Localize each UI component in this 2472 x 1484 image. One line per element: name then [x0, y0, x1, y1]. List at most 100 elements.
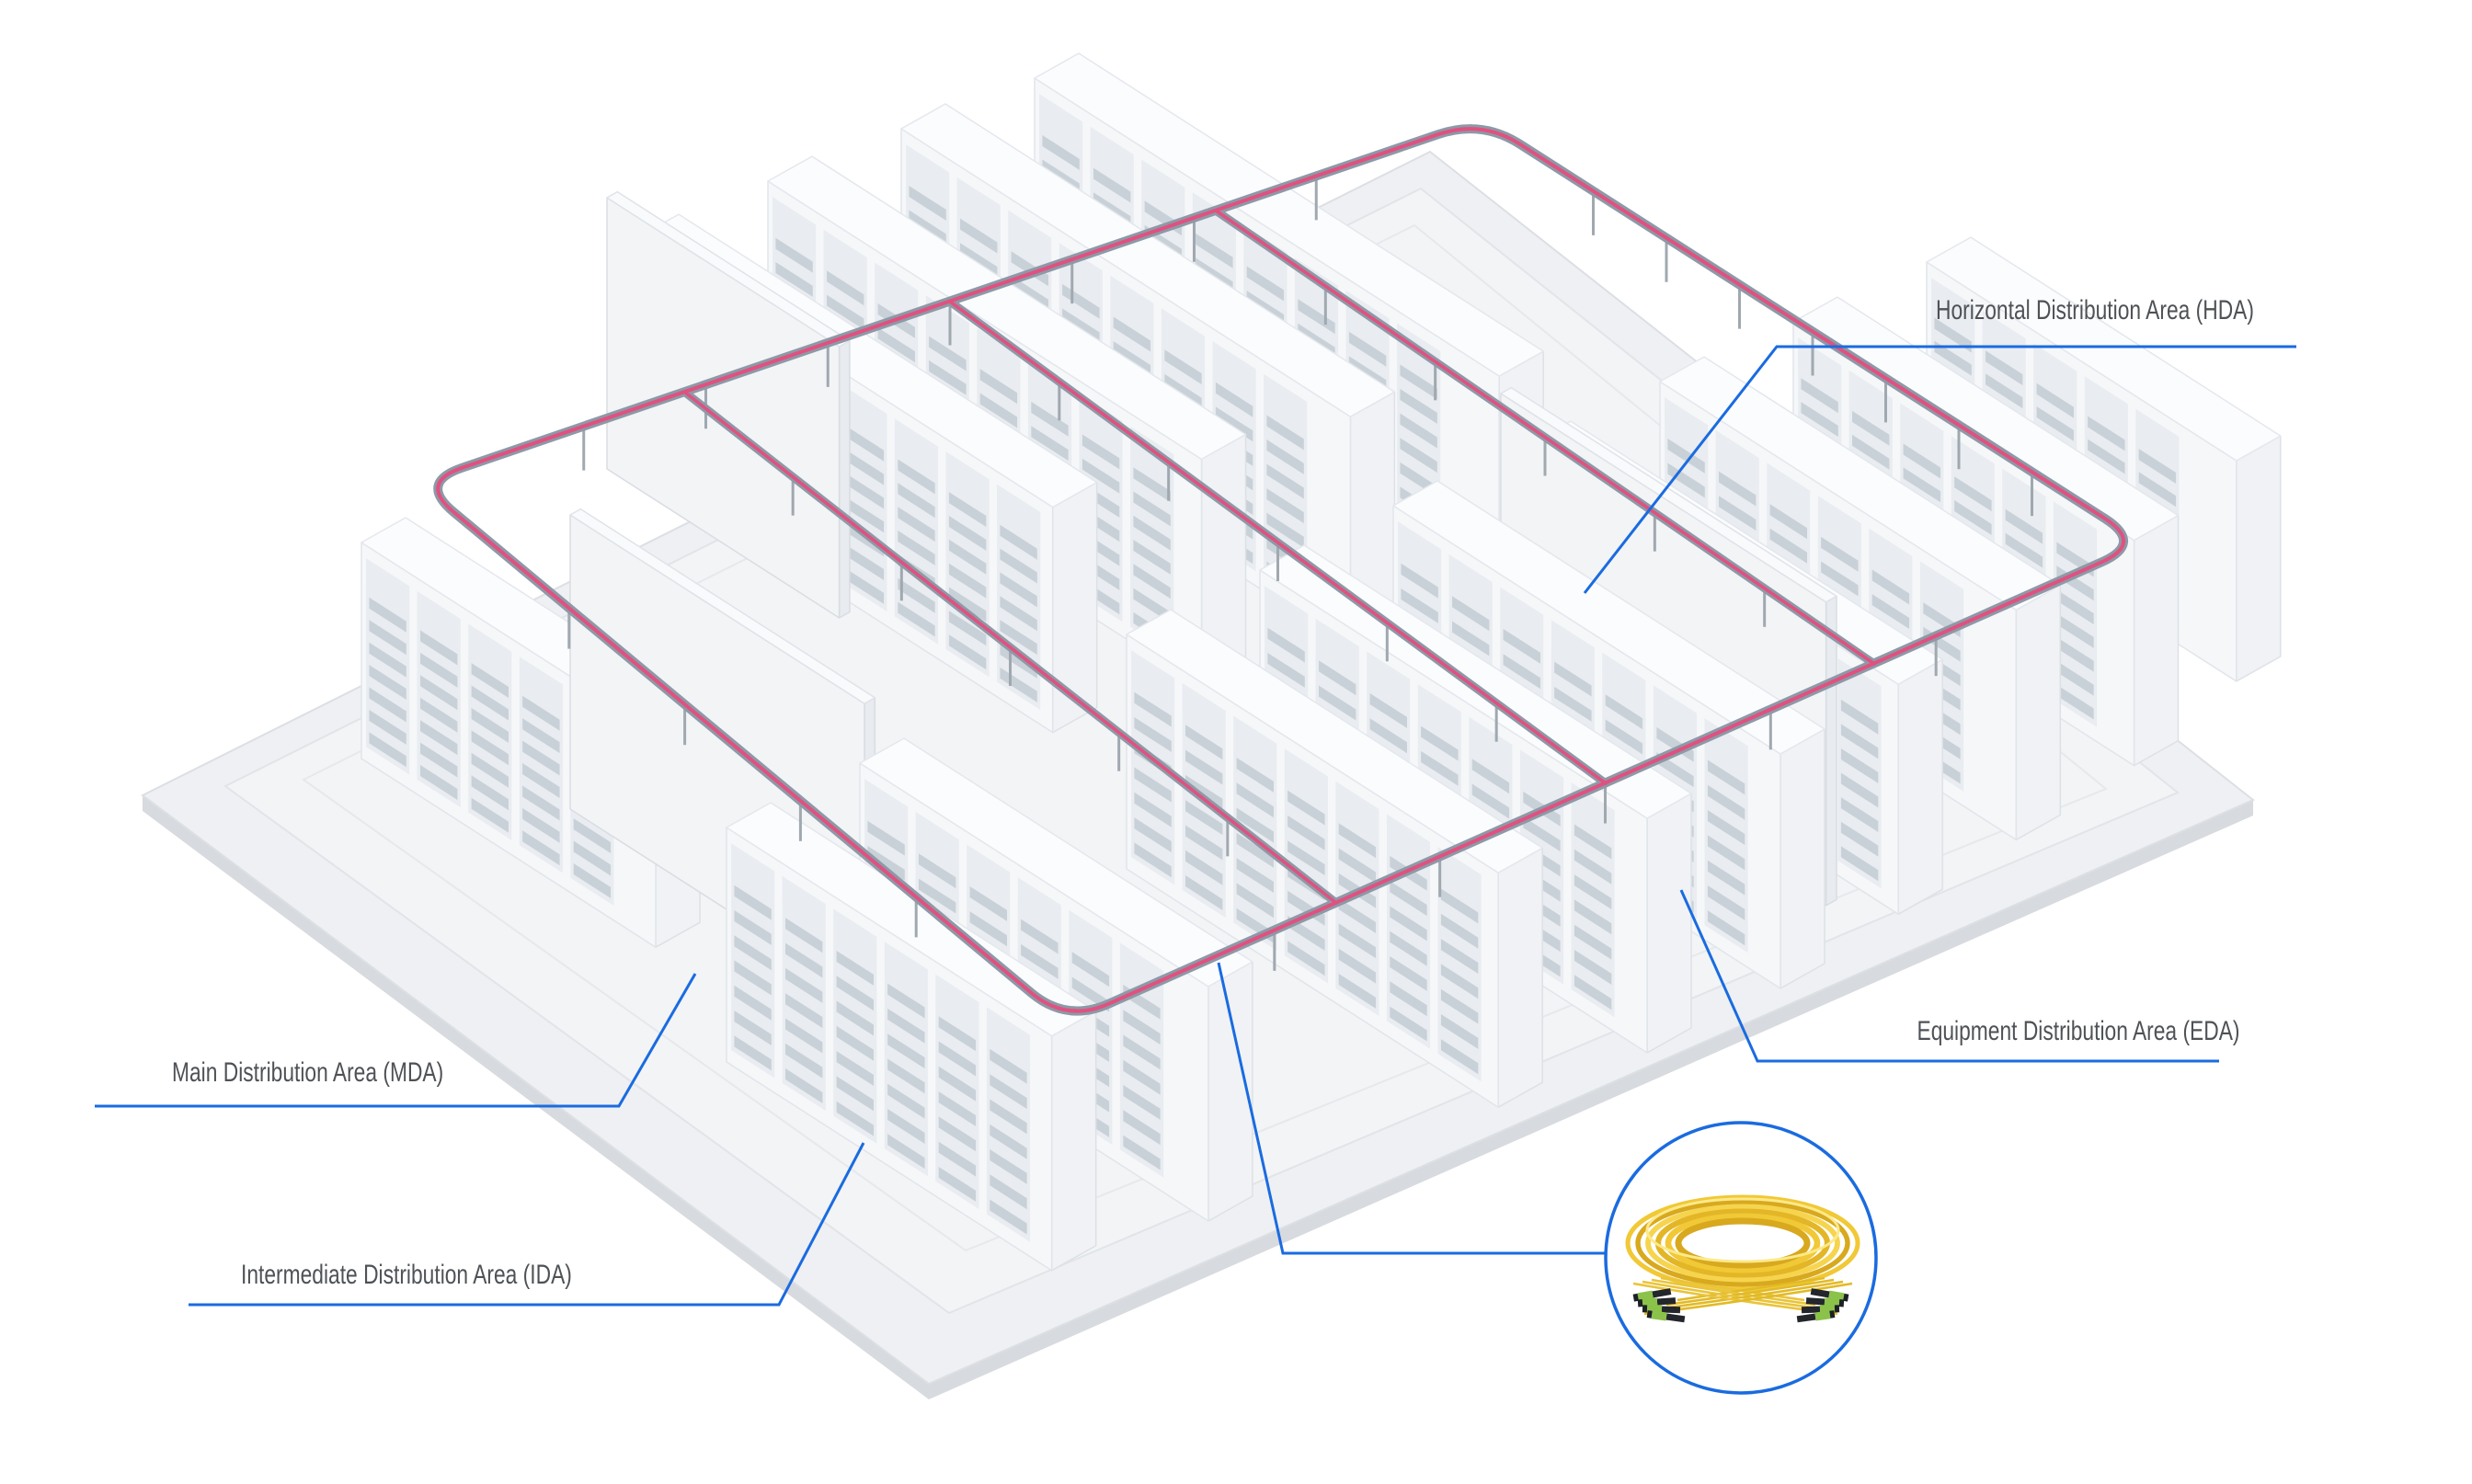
rack-louver-slat — [420, 720, 458, 756]
rack-louver-slat — [969, 911, 1007, 947]
floor-slab-side — [143, 795, 2253, 1399]
rack-louver-slat — [929, 360, 967, 395]
rack-louver-slat — [1236, 858, 1274, 893]
rack-louver-slat — [836, 1025, 874, 1061]
rack-louver-slat — [471, 797, 509, 833]
rack-louver-slat — [420, 652, 458, 688]
rack-louver-slat — [938, 1116, 977, 1152]
rack-louver-slat — [1338, 948, 1377, 984]
mpo-connector-group — [1632, 1288, 1686, 1323]
rack-louver-slat — [827, 270, 864, 306]
rack-top-face — [1926, 236, 2282, 462]
rack-louver-slat — [1123, 1059, 1161, 1095]
rack-louver-slat — [1574, 874, 1612, 909]
wall-top — [1500, 386, 1837, 603]
rack-louver-slat — [785, 1068, 823, 1103]
rack-louver-slat — [846, 497, 885, 533]
rack-louver-slat — [1440, 988, 1479, 1024]
rack-louver-slat — [1215, 382, 1253, 417]
rack-louver-slat — [1840, 821, 1879, 857]
rack-louver-slat — [1319, 685, 1356, 721]
rack-louver-slat — [522, 807, 560, 843]
mpo-connector-group — [1796, 1288, 1849, 1323]
rack-louver-slat — [1133, 564, 1171, 599]
rack-louver-slat — [471, 685, 509, 721]
rack-louver-slat — [1954, 476, 1992, 512]
rack-louver-slat — [1719, 496, 1757, 531]
rack-louver-slat — [846, 426, 885, 462]
label-ida: Intermediate Distribution Area (IDA) — [241, 1260, 572, 1290]
rack-louver-slat — [573, 818, 612, 853]
tray-loop-cable — [436, 127, 2126, 1013]
rack-top-face — [767, 155, 1247, 461]
mpo-connector — [1646, 1310, 1686, 1323]
rack-louver-slat — [471, 730, 509, 766]
rack-louver-slat — [1605, 719, 1643, 755]
rack-louver-slat — [1574, 849, 1612, 885]
rack-louver-slat — [1123, 1085, 1161, 1120]
rack-louver-slat — [2056, 684, 2094, 720]
rack-louver-slat — [1266, 463, 1304, 499]
rack-louver-slat — [1440, 939, 1479, 974]
rack-louver-slat — [369, 687, 406, 723]
rack-louver-slat — [948, 587, 987, 622]
rack-louver-slat — [1821, 536, 1859, 572]
rack-louver-slat — [1440, 913, 1479, 949]
rack-row — [1126, 609, 1543, 1108]
rack-louver-slat — [1390, 956, 1427, 991]
fiber-cable-inset — [1604, 1121, 1878, 1395]
breakout-strand — [1651, 1278, 1816, 1307]
rack-louver-slat — [1840, 846, 1879, 882]
rack-end-face — [2133, 514, 2180, 767]
rack-louver-slat — [1523, 816, 1561, 852]
rack-louver-slat — [785, 1018, 823, 1054]
rack-louver-slat — [919, 853, 956, 889]
rack-louver-slat — [1338, 974, 1377, 1009]
rack-louver-slat — [867, 820, 905, 856]
rack-louver-slat — [938, 1016, 977, 1052]
rack-louver-slat — [1236, 883, 1274, 919]
leader-cable-inset — [1217, 962, 1607, 1255]
rack-louver-slat — [1123, 1135, 1161, 1170]
rack-louver-slat — [1246, 266, 1285, 302]
rack-louver-slat — [1707, 885, 1745, 920]
rack-louver-slat — [471, 752, 509, 788]
rack-louver-slat — [1338, 898, 1377, 933]
rack-top-face — [859, 737, 1253, 987]
tray-branch-cable — [1214, 209, 1876, 666]
rack-louver-slat — [775, 237, 813, 273]
rack-louver-slat — [1134, 842, 1172, 878]
rack-louver-slat — [785, 942, 823, 978]
rack-rows-layer — [360, 52, 2282, 1272]
rack-louver-slat — [1840, 724, 1879, 759]
rack-louver-slat — [1986, 373, 2023, 409]
rack-louver-slat — [1954, 500, 1992, 535]
rack-louver-slat — [1123, 1034, 1161, 1070]
rack-louver-slat — [471, 663, 509, 698]
rack-louver-slat — [969, 886, 1007, 921]
rack-louver-slat — [1934, 317, 1972, 353]
rack-louver-slat — [1390, 981, 1427, 1017]
rack-louver-slat — [938, 1066, 977, 1102]
cable-coil-strand — [1645, 1204, 1840, 1283]
rack-louver-slat — [573, 863, 612, 898]
rack-louver-slat — [1390, 1006, 1427, 1042]
rack-louver-slat — [1840, 797, 1879, 832]
rack-louver-slat — [1369, 693, 1407, 728]
rack-louver-slat — [1605, 694, 1643, 730]
rack-louver-slat — [1390, 881, 1427, 917]
rack-louver-slat — [1934, 340, 1972, 376]
rack-louver-slat — [1266, 439, 1304, 474]
rack-louver-slat — [1082, 434, 1120, 470]
mpo-connector — [1810, 1288, 1849, 1302]
rack-louver-slat — [1011, 251, 1048, 287]
rack-louver-slat — [919, 878, 956, 914]
breakout-strand — [1660, 1276, 1805, 1302]
rack-louver-slat — [1400, 438, 1437, 474]
label-hda: Horizontal Distribution Area (HDA) — [1936, 295, 2254, 325]
rack-louver-slat — [1719, 471, 1757, 507]
rack-louver-slat — [898, 483, 935, 519]
rack-louver-slat — [1656, 726, 1694, 762]
rack-louver-slat — [1134, 817, 1172, 852]
